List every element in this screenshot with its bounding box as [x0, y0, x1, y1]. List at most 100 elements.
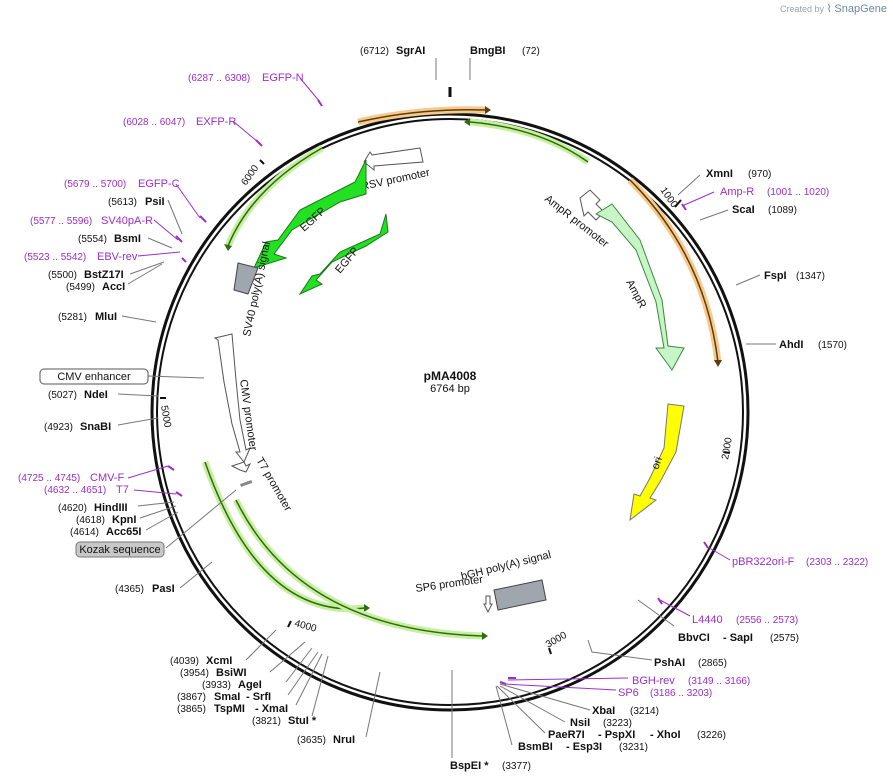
created-by-text: Created by — [779, 4, 824, 14]
enzyme-name-fspi: FspI — [764, 270, 787, 282]
enzyme-name-bsiwi: BsiWI — [216, 667, 247, 679]
enzyme-pos-paer7i: (3226) — [697, 730, 726, 741]
t7-promoter-label: T7 promoter — [253, 456, 294, 514]
enzyme-pos-bsmbi: (3231) — [619, 742, 648, 753]
primer-range-egfp-c: (5679 .. 5700) — [64, 179, 126, 190]
enzyme-name-acci: AccI — [102, 281, 125, 293]
enzyme-pos-agei: (3933) — [202, 680, 231, 691]
primer-name-pbr322ori-f: pBR322ori-F — [732, 556, 795, 568]
t7-promoter-arrow — [230, 461, 252, 473]
tick-label-5000: 5000 — [158, 405, 173, 429]
enzyme-pos-smai: (3867) — [177, 692, 206, 703]
enzyme-name-bstz17i: BstZ17I — [84, 269, 124, 281]
tick-label-2000: 2000 — [720, 436, 735, 460]
enzyme-pos-bmgbi: (72) — [522, 46, 540, 57]
enzyme-name-nsii: NsiI — [570, 717, 590, 729]
enzyme-name-psii: PsiI — [145, 196, 165, 208]
primer-name-t7: T7 — [116, 484, 129, 496]
enzyme-name-sgrai: SgrAI — [396, 45, 425, 57]
enzyme-pos-pasi: (4365) — [115, 584, 144, 595]
cmv-enhancer-leader — [147, 375, 205, 379]
primer-markers — [127, 77, 731, 691]
enzyme-pos-acc65i: (4614) — [70, 527, 99, 538]
enzyme-name-bbvci: BbvCI — [678, 632, 710, 644]
tick-mark-1000 — [674, 199, 682, 208]
sv40-polya-box — [233, 262, 259, 295]
primer-name-l4440: L4440 — [692, 614, 723, 626]
ampr-label: AmpR — [623, 278, 648, 311]
enzyme-extra-srfi: - SrfI — [246, 691, 271, 703]
tick-label-4000: 4000 — [293, 618, 318, 634]
sp6-promoter-label: SP6 promoter — [415, 574, 484, 595]
ampr-arrow — [594, 203, 685, 371]
svg-text:CMV enhancer: CMV enhancer — [57, 371, 131, 383]
enzyme-pos-hindiii: (4620) — [58, 503, 87, 514]
backbone-inner-ring — [156, 118, 744, 706]
enzyme-pos-nrui: (3635) — [297, 735, 326, 746]
enzyme-extra-xmai: - XmaI — [255, 703, 288, 715]
enzyme-name-kpni: KpnI — [112, 514, 136, 526]
enzyme-name-bspei: BspEI * — [450, 760, 489, 772]
kozak-leader — [165, 489, 237, 549]
enzyme-pos-psii: (5613) — [108, 197, 137, 208]
enzyme-pos-snabi: (4923) — [44, 422, 73, 433]
enzyme-name-nrui: NruI — [333, 734, 355, 746]
enzyme-pos-nsii: (3223) — [603, 718, 632, 729]
primer-name-amp-r: Amp-R — [720, 186, 754, 198]
sp6-promoter-arrow — [483, 595, 493, 614]
enzyme-name-snabi: SnaBI — [80, 421, 111, 433]
primer-name-exfp-r: EXFP-R — [196, 116, 236, 128]
snapgene-logo-icon: ⌇ — [826, 3, 832, 15]
primer-range-l4440: (2556 .. 2573) — [736, 615, 798, 626]
enzyme-name-bsmi: BsmI — [114, 233, 141, 245]
cmv-enhancer-badge: CMV enhancer — [39, 368, 149, 385]
enzyme-pos-tspmi: (3865) — [177, 704, 206, 715]
enzyme-pos-bbvci: (2575) — [770, 633, 799, 644]
enzyme-labels: (6712) SgrAI BmgBI (72) XmnI (970) ScaI … — [44, 45, 847, 772]
plasmid-length: 6764 bp — [430, 383, 470, 395]
enzyme-name-hindiii: HindIII — [94, 502, 128, 514]
primer-range-sp6: (3186 .. 3203) — [650, 688, 712, 699]
kozak-mark — [240, 480, 253, 487]
svg-text:Kozak sequence: Kozak sequence — [79, 544, 160, 556]
plasmid-name: pMA4008 — [424, 369, 477, 383]
enzyme-pos-fspi: (1347) — [796, 271, 825, 282]
enzyme-pos-xmni: (970) — [748, 169, 771, 180]
egfp-inner-label: EGFP — [333, 245, 361, 276]
enzyme-pos-stui: (3821) — [252, 716, 281, 727]
primer-range-t7: (4632 .. 4651) — [44, 485, 106, 496]
enzyme-pos-bsiwi: (3954) — [180, 668, 209, 679]
enzyme-name-xmni: XmnI — [706, 168, 733, 180]
snapgene-product-name: SnapGene — [834, 3, 887, 15]
enzyme-name-bsmbi: BsmBI — [518, 741, 553, 753]
enzyme-name-smai: SmaI — [214, 691, 240, 703]
primer-range-ebv-rev: (5523 .. 5542) — [24, 252, 86, 263]
enzyme-pos-xbai: (3214) — [630, 706, 659, 717]
ori-label: ori — [650, 455, 665, 471]
primer-name-sp6: SP6 — [618, 687, 639, 699]
enzyme-pos-mlui: (5281) — [58, 312, 87, 323]
primer-name-bgh-rev: BGH-rev — [632, 675, 675, 687]
primer-name-ebv-rev: EBV-rev — [97, 251, 138, 263]
primer-name-cmv-f: CMV-F — [90, 472, 125, 484]
tick-mark-6000 — [259, 159, 265, 165]
enzyme-leaders — [117, 58, 776, 758]
enzyme-extra-pspxi: - PspXI — [598, 729, 635, 741]
enzyme-pos-scai: (1089) — [768, 205, 797, 216]
enzyme-pos-sgrai: (6712) — [360, 46, 389, 57]
enzyme-name-tspmi: TspMI — [214, 703, 245, 715]
primer-range-bgh-rev: (3149 .. 3166) — [688, 676, 750, 687]
enzyme-extra-xhoi: - XhoI — [650, 729, 681, 741]
enzyme-pos-ndei: (5027) — [48, 390, 77, 401]
primer-name-egfp-n: EGFP-N — [262, 72, 304, 84]
tick-mark-3000 — [548, 647, 552, 655]
enzyme-name-pasi: PasI — [152, 583, 175, 595]
enzyme-name-scai: ScaI — [732, 204, 755, 216]
enzyme-pos-kpni: (4618) — [76, 515, 105, 526]
bgh-polya-box — [493, 579, 547, 611]
enzyme-name-xcmi: XcmI — [206, 655, 232, 667]
enzyme-name-xbai: XbaI — [592, 705, 615, 717]
enzyme-name-bmgbi: BmgBI — [470, 45, 505, 57]
primer-range-sv40pa-r: (5577 .. 5596) — [30, 216, 92, 227]
